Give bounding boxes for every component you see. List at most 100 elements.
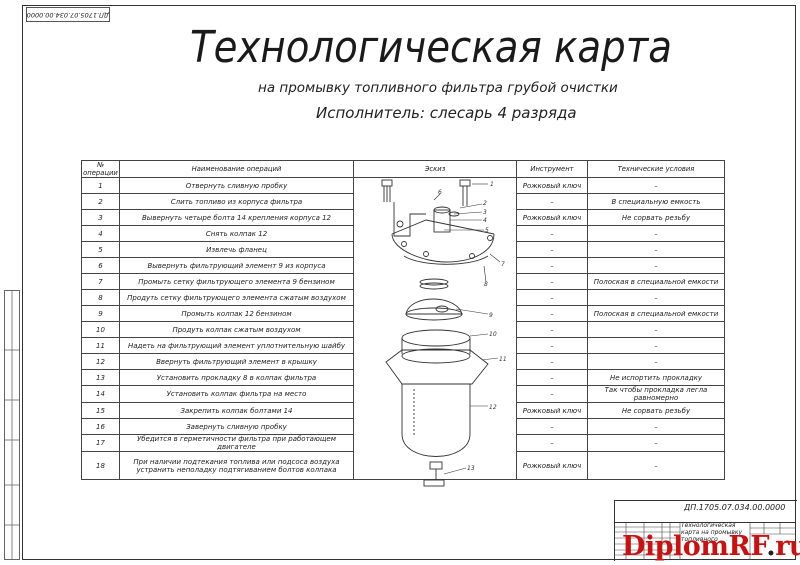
sketch-label: 1 (490, 181, 494, 188)
op-tool: Рожковый ключ (516, 451, 588, 480)
op-num: 7 (81, 273, 120, 290)
op-cond: – (587, 241, 725, 258)
op-tool: – (516, 434, 588, 452)
op-num: 18 (81, 451, 120, 480)
op-num: 12 (81, 353, 120, 370)
drawing-code: ДП.1705.07.034.00.0000 (684, 503, 786, 512)
watermark-main: DiplomRF (622, 531, 767, 562)
gasket-drawing (419, 278, 449, 290)
sketch-label: 13 (467, 465, 475, 472)
op-num: 4 (81, 225, 120, 242)
drawing-name: Технологическая карта на промывку топлив… (681, 522, 743, 543)
op-num: 11 (81, 337, 120, 354)
op-tool: – (516, 273, 588, 290)
op-tool: Рожковый ключ (516, 209, 588, 226)
sketch-label: 2 (483, 200, 487, 207)
operations-table: № операции Наименование операций Эскиз И… (81, 160, 725, 480)
bolt-drawing (381, 179, 471, 206)
executor-line: Исполнитель: слесарь 4 разряда (316, 104, 577, 122)
header-tool: Инструмент (516, 160, 588, 178)
op-num: 5 (81, 241, 120, 258)
sketch-label: 12 (489, 404, 497, 411)
op-tool: – (516, 321, 588, 338)
op-tool: Рожковый ключ (516, 402, 588, 419)
op-num: 1 (81, 177, 120, 194)
op-cond: – (587, 337, 725, 354)
filter-sketch: 1 2 3 4 5 6 7 8 9 10 11 12 13 (381, 179, 507, 487)
op-cond: – (587, 434, 725, 452)
op-num: 8 (81, 289, 120, 306)
sketch-cell (353, 177, 517, 480)
watermark-tld: ru (775, 531, 800, 562)
page-subtitle: на промывку топливного фильтра грубой оч… (258, 80, 618, 96)
op-cond: Не испортить прокладку (587, 369, 725, 386)
op-name: При наличии подтекания топлива или подсо… (119, 451, 354, 480)
op-tool: – (516, 418, 588, 435)
op-num: 10 (81, 321, 120, 338)
op-cond: Так чтобы прокладка легла равномерно (587, 385, 725, 403)
sketch-label: 4 (483, 217, 487, 224)
sketch-label: 3 (483, 209, 487, 216)
title-block (614, 500, 797, 561)
side-strip (4, 290, 20, 560)
op-tool: Рожковый ключ (516, 177, 588, 194)
op-num: 16 (81, 418, 120, 435)
sketch-label: 8 (484, 281, 488, 288)
op-tool: – (516, 241, 588, 258)
op-cond: – (587, 225, 725, 242)
op-cond: – (587, 257, 725, 274)
header-num: № операции (81, 160, 120, 178)
op-num: 3 (81, 209, 120, 226)
op-cond: – (587, 289, 725, 306)
top-stamp: ДП.1705.07.034.00.0000 (26, 7, 110, 22)
op-cond: Не сорвать резьбу (587, 402, 725, 419)
filter-cover-drawing (391, 202, 495, 265)
watermark-logo: DiplomRF.ru (622, 531, 800, 562)
op-cond: Полоская в специальной емкости (587, 305, 725, 322)
op-num: 14 (81, 385, 120, 403)
page-title: Технологическая карта (190, 22, 673, 73)
sketch-label: 10 (489, 331, 497, 338)
sketch-label: 11 (499, 356, 507, 363)
op-num: 6 (81, 257, 120, 274)
op-tool: – (516, 257, 588, 274)
title-block-grid (614, 522, 796, 560)
op-cond: В специальную емкость (587, 193, 725, 210)
op-tool: – (516, 369, 588, 386)
op-tool: – (516, 385, 588, 403)
drawing-frame (22, 5, 796, 560)
op-tool: – (516, 193, 588, 210)
op-cond: Полоская в специальной емкости (587, 273, 725, 290)
op-num: 9 (81, 305, 120, 322)
op-cond: – (587, 353, 725, 370)
sketch-label: 6 (438, 189, 442, 196)
op-tool: – (516, 289, 588, 306)
op-cond: – (587, 451, 725, 480)
filter-element-drawing (405, 298, 463, 321)
sketch-label: 5 (485, 227, 489, 234)
op-tool: – (516, 337, 588, 354)
op-cond: – (587, 177, 725, 194)
op-num: 13 (81, 369, 120, 386)
op-cond: Не сорвать резьбу (587, 209, 725, 226)
leader-lines (433, 183, 501, 475)
header-conditions: Технические условия (587, 160, 725, 178)
op-tool: – (516, 353, 588, 370)
watermark-dot: . (766, 531, 776, 562)
title-block-code-box (614, 500, 796, 523)
op-tool: – (516, 305, 588, 322)
op-num: 17 (81, 434, 120, 452)
op-tool: – (516, 225, 588, 242)
sketch-label: 9 (489, 312, 493, 319)
